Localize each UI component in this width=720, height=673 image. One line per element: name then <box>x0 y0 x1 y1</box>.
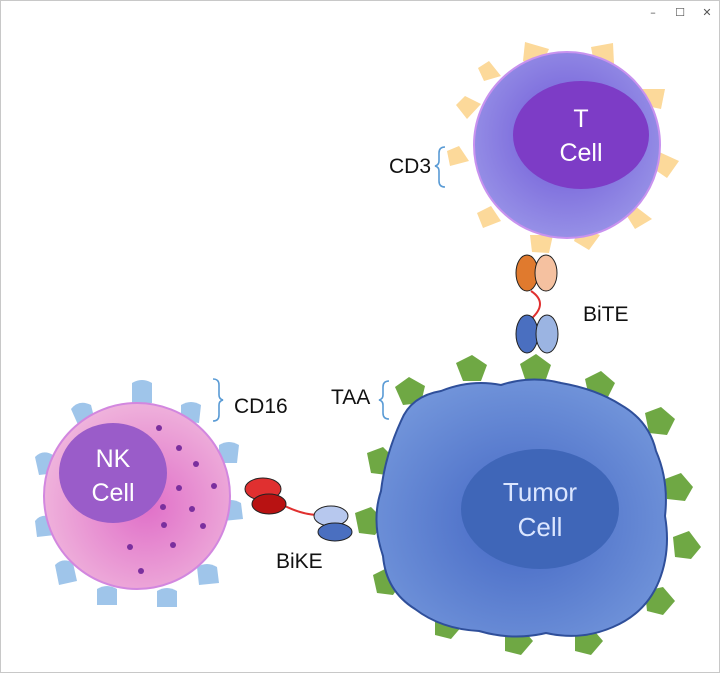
t-cell-label-line1: T <box>573 105 588 133</box>
t-cell: T Cell <box>473 51 661 239</box>
bike-label: BiKE <box>276 550 323 573</box>
tumor-cell-nucleus <box>461 449 619 569</box>
tumor-cell: Tumor Cell <box>375 378 668 638</box>
maximize-icon: ☐ <box>675 5 685 19</box>
maximize-button[interactable]: ☐ <box>668 3 692 21</box>
minimize-icon: – <box>650 5 656 19</box>
taa-bracket <box>378 380 390 420</box>
close-icon: ✕ <box>702 5 712 19</box>
bite-anti-cd3-light <box>534 254 558 292</box>
nk-cell-nucleus <box>59 423 167 523</box>
bite-molecule <box>515 254 559 354</box>
cd16-label: CD16 <box>234 395 288 418</box>
nk-cytotoxic-granules <box>127 425 217 574</box>
bite-label: BiTE <box>583 303 629 326</box>
bike-molecule <box>244 477 353 542</box>
title-bar: – ☐ ✕ <box>1 1 719 23</box>
t-cell-nucleus <box>513 81 649 189</box>
bike-anti-cd16-heavy <box>251 493 287 515</box>
nk-cell-label-line2: Cell <box>91 479 134 507</box>
tumor-cell-label-line2: Cell <box>518 512 563 542</box>
bike-anti-taa-heavy <box>317 522 353 542</box>
cd16-bracket <box>212 378 224 422</box>
cd3-label: CD3 <box>389 155 431 178</box>
nk-cell-receptors <box>35 380 243 607</box>
taa-label: TAA <box>331 386 370 409</box>
close-button[interactable]: ✕ <box>695 3 719 21</box>
minimize-button[interactable]: – <box>641 3 665 21</box>
tumor-cell-label-line1: Tumor <box>503 477 577 507</box>
nk-cell: NK Cell <box>43 402 231 590</box>
t-cell-label-line2: Cell <box>559 139 602 167</box>
bite-anti-taa-light <box>535 314 559 354</box>
bite-linker <box>530 290 541 320</box>
bite-anti-taa-heavy <box>515 314 539 354</box>
nk-cell-label-line1: NK <box>96 445 131 473</box>
cd3-bracket <box>434 146 446 188</box>
